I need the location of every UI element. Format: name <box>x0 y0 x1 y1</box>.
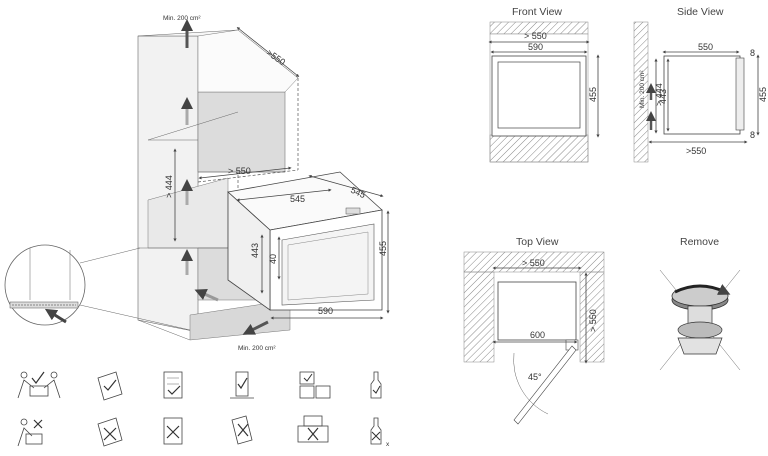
front-dim-550: > 550 <box>524 31 547 41</box>
front-dim-455: 455 <box>588 87 598 102</box>
dim-height-mid: > 444 <box>164 175 174 198</box>
side-view: Side View 550 8 8 443 > 444 455 Min. 200… <box>633 6 768 163</box>
top-dim-550: > 550 <box>522 258 545 268</box>
remove-title: Remove <box>680 236 719 248</box>
side-dim-550: 550 <box>698 42 713 52</box>
dim-depth-mid: > 550 <box>228 166 251 176</box>
side-min-vent: Min. 200 cm² <box>639 70 646 108</box>
dim-455: 455 <box>378 241 388 256</box>
side-dim-455: 455 <box>758 87 768 102</box>
icon-grid: x <box>17 371 390 448</box>
checklist-no-icon <box>163 417 183 445</box>
remove-view: Remove <box>659 236 741 371</box>
manual-ok-icon <box>97 371 123 401</box>
two-person-lift-ok-icon <box>17 371 61 399</box>
tilted-no-icon <box>231 415 253 445</box>
side-dim-444: > 444 <box>654 83 664 106</box>
side-dim-550b: >550 <box>686 146 706 156</box>
stacking-ok-icon <box>299 371 331 399</box>
side-view-title: Side View <box>677 6 724 18</box>
upright-ok-icon <box>230 371 254 399</box>
detail-zoom-circle <box>4 244 86 326</box>
checklist-ok-icon <box>163 371 183 399</box>
top-dim-550-side: > 550 <box>588 309 598 332</box>
bottle-no-suffix: x <box>386 441 390 448</box>
dim-40: 40 <box>268 254 278 264</box>
dim-545-b: 545 <box>290 194 305 204</box>
bottle-no-icon: x <box>370 417 390 448</box>
top-dim-600: 600 <box>530 330 545 340</box>
side-dim-8-bottom: 8 <box>750 130 755 140</box>
stacking-no-icon <box>297 415 329 443</box>
top-view-title: Top View <box>516 236 559 248</box>
side-dim-443: 443 <box>658 89 668 104</box>
top-dim-45: 45° <box>528 372 542 382</box>
bottle-ok-icon <box>370 371 382 399</box>
cabinet-3d-view: Min. 200 cm² >550 > 550 > 444 545 545 44… <box>4 15 390 352</box>
top-view: Top View > 550 600 > 550 45° <box>463 236 605 425</box>
min-vent-bottom-label: Min. 200 cm² <box>238 345 276 352</box>
dim-590: 590 <box>318 306 333 316</box>
front-view: Front View > 550 590 455 <box>488 6 600 163</box>
front-dim-590: 590 <box>528 42 543 52</box>
min-vent-top-label: Min. 200 cm² <box>163 15 201 22</box>
front-view-title: Front View <box>512 6 562 18</box>
two-person-lift-no-icon <box>17 418 43 447</box>
side-dim-8-top: 8 <box>750 48 755 58</box>
dim-443: 443 <box>250 243 260 258</box>
manual-no-icon <box>97 417 123 447</box>
